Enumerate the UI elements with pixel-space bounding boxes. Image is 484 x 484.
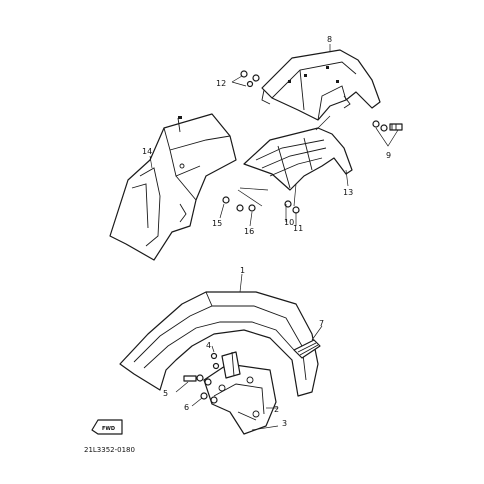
- callout-11: 11: [293, 224, 303, 233]
- inner-fender-13: [243, 115, 353, 191]
- rear-fender-cover-8: [261, 49, 381, 121]
- bolt-4: [210, 345, 220, 370]
- fender-bracket-3: [221, 351, 279, 431]
- callout-1: 1: [240, 266, 245, 275]
- callout-5: 5: [163, 389, 168, 398]
- callout-4: 4: [206, 341, 211, 350]
- callout-9: 9: [386, 151, 391, 160]
- bolt-12: [231, 70, 260, 88]
- fender-bracket-2: [203, 363, 277, 435]
- rear-fender-14: [109, 113, 237, 261]
- drawing-code: 21L3352-0180: [84, 446, 135, 454]
- callout-14: 14: [142, 147, 152, 156]
- bolts-middle: [219, 183, 300, 227]
- leader-lines: [149, 44, 349, 293]
- callout-8: 8: [327, 35, 332, 44]
- fwd-arrow-icon: FWD: [91, 419, 123, 435]
- callout-2: 2: [274, 405, 279, 414]
- callout-16: 16: [244, 227, 254, 236]
- bolt-5: [175, 374, 212, 393]
- callout-12: 12: [216, 79, 226, 88]
- callout-7: 7: [319, 319, 324, 328]
- callout-6: 6: [184, 403, 189, 412]
- fwd-label: FWD: [102, 426, 115, 432]
- bolt-6: [191, 392, 218, 407]
- callout-3: 3: [282, 419, 287, 428]
- reflector-7: [293, 325, 323, 359]
- front-fender-1: [119, 291, 319, 397]
- callout-15: 15: [212, 219, 222, 228]
- callout-10: 10: [284, 218, 294, 227]
- callout-13: 13: [343, 188, 353, 197]
- bolt-9: [372, 120, 403, 147]
